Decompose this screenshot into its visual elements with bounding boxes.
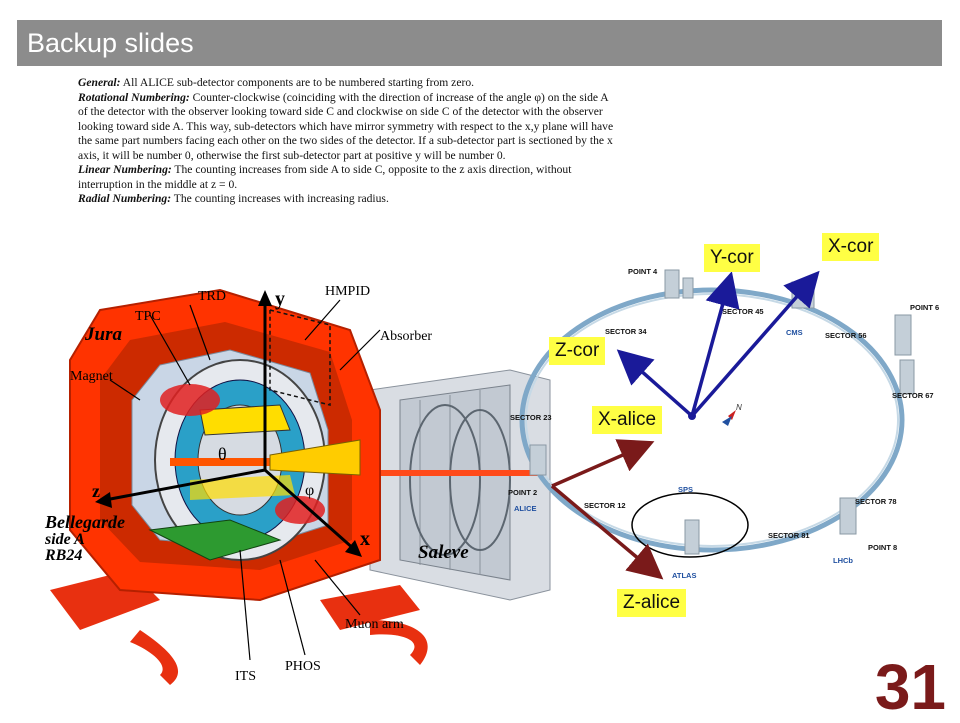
label-atlas: ATLAS [672,571,696,580]
label-z-axis: z [92,481,100,501]
rule-rotational: Rotational Numbering: Counter-clockwise … [78,91,618,164]
label-side-a: side A [44,531,85,548]
alice-axes-arrows [550,439,664,580]
rule-head: Linear Numbering: [78,163,172,176]
rule-text: The counting increases with increasing r… [171,192,389,205]
label-point-2: POINT 2 [508,488,537,497]
label-sps: SPS [678,485,693,494]
label-its: ITS [235,669,256,684]
lhc-ring-diagram: POINT 4 SECTOR 45 CMS SECTOR 56 POINT 6 … [508,267,939,580]
rule-text: The counting increases from side A to si… [78,163,572,191]
label-y-axis: y [275,288,285,310]
label-z-alice: Z-alice [617,589,687,617]
label-saleve: Saleve [418,542,469,563]
label-sector-81: SECTOR 81 [768,531,810,540]
title-bar: Backup slides [17,20,942,66]
label-sector-34: SECTOR 34 [605,327,647,336]
label-point-6: POINT 6 [910,303,939,312]
label-phos: PHOS [285,659,321,674]
label-sector-23: SECTOR 23 [510,413,552,422]
cor-axes-arrows [616,270,820,418]
label-hmpid: HMPID [325,284,370,299]
slide-title: Backup slides [27,28,194,58]
muon-arm-structure [340,369,551,601]
label-sector-56: SECTOR 56 [825,331,867,340]
label-point-4: POINT 4 [628,267,658,276]
label-x-axis: x [360,528,370,550]
label-rb24: RB24 [44,547,82,564]
label-sector-45: SECTOR 45 [722,307,764,316]
rule-head: General: [78,76,121,89]
label-theta: θ [218,444,227,464]
rule-head: Radial Numbering: [78,192,172,205]
numbering-rules: General: All ALICE sub-detector componen… [78,76,618,207]
label-y-cor: Y-cor [704,244,760,272]
label-magnet: Magnet [70,369,113,384]
label-alice: ALICE [514,504,537,513]
label-cms: CMS [786,328,803,337]
label-muon-arm: Muon arm [345,617,404,632]
rule-linear: Linear Numbering: The counting increases… [78,163,618,192]
label-north: N [736,403,742,412]
rule-general: General: All ALICE sub-detector componen… [78,76,618,91]
label-x-cor: X-cor [822,233,880,261]
label-tpc: TPC [135,309,161,324]
label-phi: φ [305,482,314,499]
label-trd: TRD [198,289,226,304]
rule-text: Counter-clockwise (coinciding with the d… [78,90,614,162]
rule-text: All ALICE sub-detector components are to… [120,76,475,89]
rule-radial: Radial Numbering: The counting increases… [78,192,618,207]
label-sector-78: SECTOR 78 [855,497,897,506]
label-sector-12: SECTOR 12 [584,501,626,510]
label-bellegarde: Bellegarde [44,512,125,532]
label-point-8: POINT 8 [868,543,897,552]
label-jura: Jura [84,324,122,345]
tpc-its [148,359,361,561]
label-lhcb: LHCb [833,556,853,565]
label-sector-67: SECTOR 67 [892,391,934,400]
rule-head: Rotational Numbering: [78,90,190,104]
alice-detector-illustration: TRD TPC y HMPID Jura Absorber Magnet θ φ… [44,284,551,685]
surface-buildings [529,269,915,555]
label-absorber: Absorber [380,329,432,344]
label-x-alice: X-alice [592,406,663,434]
slide-number: 31 [874,651,946,723]
compass-icon: N [722,403,742,426]
detector-axes [95,290,362,557]
label-z-cor: Z-cor [549,337,606,365]
